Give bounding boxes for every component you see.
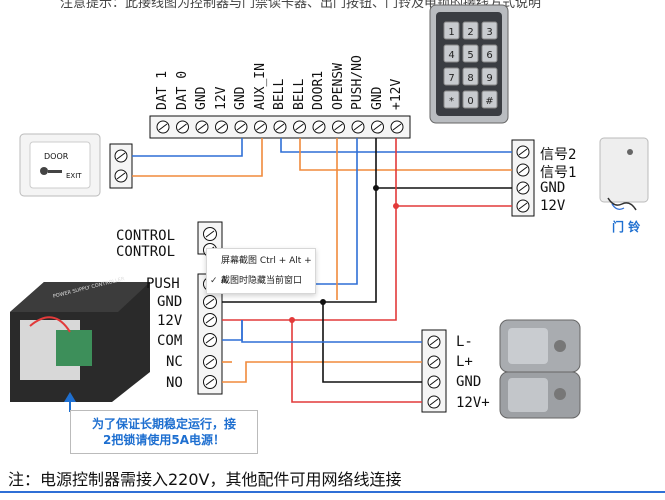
keypad-key-label: 1 — [448, 27, 454, 38]
keypad-terminal-label: GND — [194, 86, 209, 110]
context-menu-item-screenshot[interactable]: 屏幕截图 Ctrl + Alt + A — [207, 251, 315, 286]
keypad-terminal-label: +12V — [389, 78, 404, 110]
keypad-key-label: 6 — [486, 50, 492, 61]
keypad-terminal-label: AUX_IN — [252, 63, 268, 110]
ps-label-nc: NC — [166, 354, 183, 370]
keypad-key-label: # — [485, 96, 493, 107]
exit-screws — [114, 149, 128, 183]
keypad-terminal-label: BELL — [272, 78, 287, 110]
ps-label-com: COM — [157, 333, 183, 349]
exit-label-exit: EXIT — [66, 172, 82, 180]
wire-no-orange — [222, 361, 422, 383]
keypad-terminal-label: BELL — [291, 78, 307, 110]
keypad-key-label: 4 — [448, 50, 454, 61]
keypad-key — [462, 90, 479, 109]
advice-line-2: 2把锁请使用5A电源！ — [103, 433, 225, 447]
context-menu: 屏幕截图 Ctrl + Alt + A ✓ 截图时隐藏当前窗口 — [206, 248, 316, 294]
keypad-key-label: 3 — [486, 27, 492, 38]
ps-label-control-1: CONTROL — [116, 228, 176, 244]
menu-item-label: 屏幕截图 Ctrl + Alt + A — [221, 256, 312, 286]
wire-12v-lock — [291, 320, 422, 403]
keypad-device: 1 2 3 4 5 6 7 8 9 * 0 # — [429, 4, 509, 124]
keypad-terminal-label: OPENSW — [330, 63, 346, 110]
keypad-key — [462, 44, 479, 63]
keypad-terminal-label: 12V — [213, 86, 229, 110]
keypad-terminal-label: DAT 0 — [174, 70, 190, 110]
keypad-key — [481, 21, 498, 40]
keypad-key — [462, 21, 479, 40]
check-icon: ✓ — [210, 276, 218, 286]
footer-note: 注：电源控制器需接入220V，其他配件可用网络线连接 — [8, 470, 402, 489]
ps-label-12v: 12V — [157, 313, 183, 329]
top-partial-text: 注意提示：此接线图为控制器与门禁读卡器、出门按钮、门铃及电锁的接线方式说明 — [60, 0, 542, 11]
keypad-key-label: 5 — [467, 50, 473, 61]
wire-gnd-black — [222, 188, 377, 303]
wire-exit-blue — [132, 138, 243, 157]
exit-label-door: DOOR — [44, 152, 69, 161]
keypad-key — [481, 44, 498, 63]
keypad-key-label: 0 — [467, 96, 473, 107]
wire-12v-doorbell — [395, 138, 512, 207]
wire-12v-red — [222, 206, 397, 321]
keypad-terminal-label: DAT 1 — [155, 70, 170, 110]
wire-exit-orange — [132, 138, 263, 177]
wire-com-blue — [222, 320, 243, 341]
keypad-terminal-label: DOOR1 — [311, 70, 326, 110]
ps-label-control-2: CONTROL — [116, 244, 176, 260]
ps-label-push: PUSH — [146, 276, 180, 292]
keypad-key — [443, 21, 460, 40]
keypad-key-label: 8 — [467, 73, 473, 84]
doorbell-label-signal1: 信号1 — [540, 165, 577, 181]
doorbell-device — [599, 137, 649, 211]
doorbell-caption: 门 铃 — [612, 220, 641, 234]
context-menu-item-hide-window[interactable]: ✓ 截图时隐藏当前窗口 — [207, 271, 315, 291]
doorbell-screws — [516, 145, 530, 213]
keypad-key — [443, 67, 460, 86]
keypad-key — [443, 90, 460, 109]
power-supply-device — [10, 282, 150, 402]
doorbell-terminal-strip — [511, 139, 535, 217]
keypad-key — [481, 90, 498, 109]
lock-label-lminus: L- — [456, 334, 473, 350]
doorbell-label-signal2: 信号2 — [540, 147, 577, 163]
keypad-key — [443, 44, 460, 63]
lock-screws — [427, 335, 441, 409]
advice-line-1: 为了保证长期稳定运行，接 — [91, 417, 236, 431]
keypad-terminal-screws — [156, 120, 404, 134]
exit-button-device — [19, 133, 101, 197]
doorbell-label-12v: 12V — [540, 198, 566, 214]
lock-label-lplus: L+ — [456, 354, 473, 370]
keypad-key-label: 7 — [448, 73, 454, 84]
ps-label-no: NO — [166, 375, 183, 391]
lock-label-gnd: GND — [456, 374, 482, 390]
electric-lock-devices — [499, 319, 581, 419]
wire-lminus-blue — [241, 320, 422, 343]
keypad-terminal-label: GND — [369, 86, 385, 110]
doorbell-label-gnd: GND — [540, 180, 566, 196]
keypad-terminal-label: GND — [233, 86, 248, 110]
advice-bubble: 为了保证长期稳定运行，接 2把锁请使用5A电源！ — [70, 410, 258, 454]
wire-gnd-lock — [322, 302, 422, 383]
ps-label-gnd: GND — [157, 294, 183, 310]
keypad-keys: 1 2 3 4 5 6 7 8 9 * 0 # — [443, 21, 498, 109]
keypad-key — [481, 67, 498, 86]
keypad-terminal-label: PUSH/NO — [350, 55, 365, 110]
keypad-key-label: 9 — [486, 73, 492, 84]
keypad-key — [462, 67, 479, 86]
lock-label-12vplus: 12V+ — [456, 395, 490, 411]
wire-bell-blue — [280, 138, 512, 153]
wire-bell-orange — [299, 138, 512, 171]
keypad-key-label: * — [449, 96, 454, 107]
keypad-key-label: 2 — [467, 27, 473, 38]
menu-item-label: 截图时隐藏当前窗口 — [221, 276, 303, 286]
